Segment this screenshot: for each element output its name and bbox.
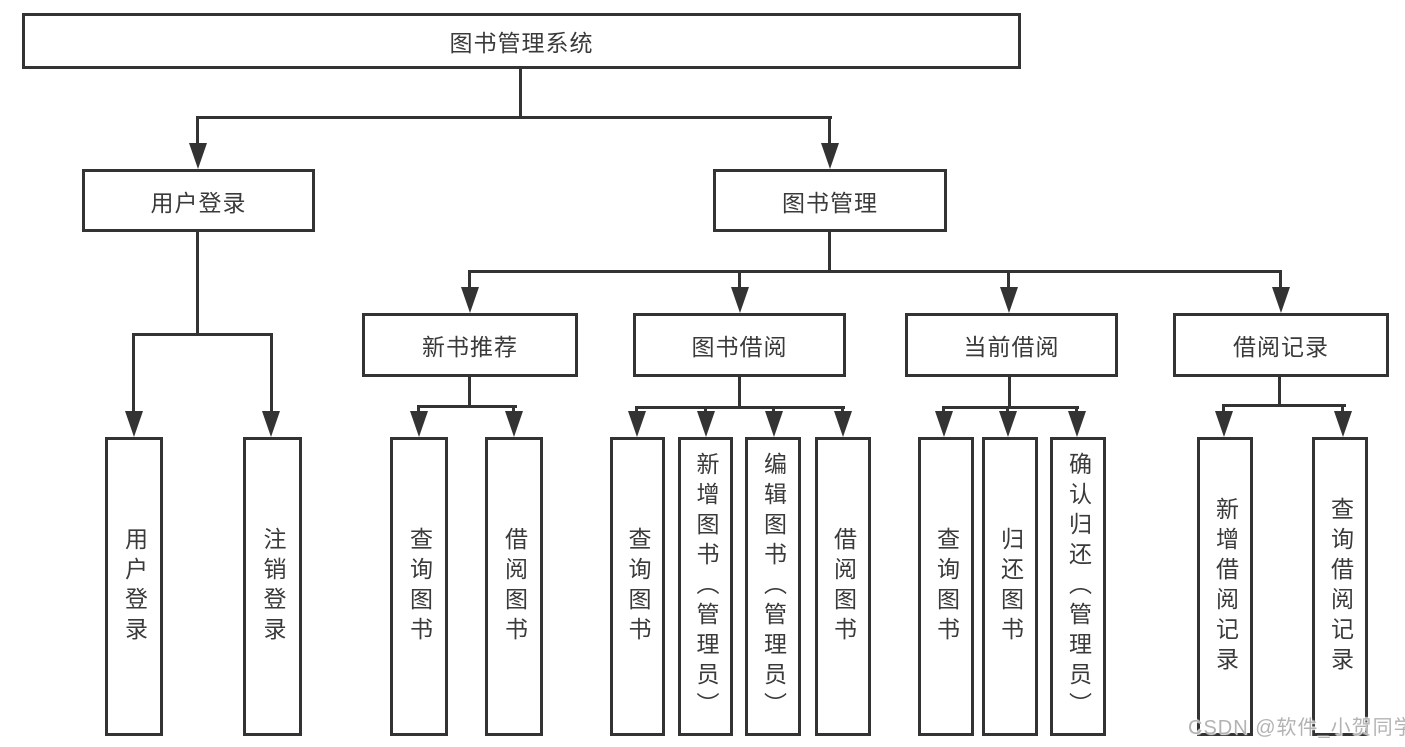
connector-line-h: [132, 333, 273, 336]
connector-line-v: [132, 333, 135, 413]
connector-line-v: [1075, 406, 1078, 415]
arrow-down-icon: [125, 411, 143, 437]
connector-line-v: [738, 375, 741, 409]
connector-line-v: [519, 66, 522, 118]
connector-line-v: [772, 406, 775, 415]
arrow-down-icon: [999, 411, 1017, 437]
connector-line-v: [828, 230, 831, 273]
connector-line-h: [196, 116, 832, 119]
node-book-borrowing: 图书借阅: [633, 313, 846, 377]
node-label: 新增借阅记录: [1212, 496, 1239, 677]
connector-line-v: [1008, 375, 1011, 409]
connector-line-v: [1006, 406, 1009, 415]
connector-line-v: [942, 406, 945, 415]
node-label: 查询图书: [625, 526, 651, 647]
leaf-borrow-books-borrowing: 借阅图书: [815, 437, 871, 736]
connector-line-v: [196, 116, 199, 146]
node-label: 图书借阅: [691, 334, 788, 360]
connector-line-v: [1007, 270, 1010, 290]
leaf-add-book-admin: 新增图书（管理员）: [678, 437, 733, 736]
node-library-system: 图书管理系统: [22, 13, 1021, 69]
leaf-query-books-borrowing: 查询图书: [610, 437, 665, 736]
leaf-add-borrow-record: 新增借阅记录: [1197, 437, 1253, 736]
arrow-down-icon: [731, 287, 749, 313]
connector-line-v: [512, 405, 515, 415]
connector-line-v: [417, 405, 420, 415]
node-borrowing-records: 借阅记录: [1173, 313, 1389, 377]
arrow-down-icon: [505, 411, 523, 437]
connector-line-v: [1279, 270, 1282, 290]
connector-line-h: [635, 406, 845, 409]
node-label: 新增图书（管理员）: [693, 451, 719, 722]
connector-line-v: [704, 406, 707, 415]
connector-line-h: [1222, 404, 1346, 407]
connector-line-v: [828, 116, 831, 146]
node-label: 图书管理: [782, 189, 878, 216]
node-new-book-recommendation: 新书推荐: [362, 313, 578, 377]
node-label: 当前借阅: [963, 334, 1060, 360]
node-current-borrowing: 当前借阅: [905, 313, 1118, 377]
leaf-user-login: 用户登录: [105, 437, 163, 736]
leaf-logout: 注销登录: [243, 437, 302, 736]
leaf-edit-book-admin: 编辑图书（管理员）: [745, 437, 801, 736]
node-label: 用户登录: [150, 189, 247, 216]
leaf-confirm-return-admin: 确认归还（管理员）: [1050, 437, 1106, 736]
node-label: 查询借阅记录: [1327, 496, 1354, 677]
node-label: 归还图书: [997, 526, 1024, 647]
arrow-down-icon: [410, 411, 428, 437]
arrow-down-icon: [697, 411, 715, 437]
node-label: 查询图书: [933, 526, 960, 647]
node-label: 借阅图书: [501, 526, 528, 647]
arrow-down-icon: [1215, 411, 1233, 437]
arrow-down-icon: [461, 287, 479, 313]
node-label: 确认归还（管理员）: [1065, 451, 1092, 722]
connector-line-v: [468, 270, 471, 290]
node-label: 图书管理系统: [449, 30, 594, 56]
leaf-query-books-current: 查询图书: [918, 437, 974, 736]
connector-line-h: [468, 270, 1282, 273]
connector-line-v: [196, 230, 199, 336]
node-label: 编辑图书（管理员）: [760, 451, 787, 722]
leaf-return-books: 归还图书: [982, 437, 1038, 736]
node-label: 借阅记录: [1233, 334, 1329, 360]
connector-line-v: [270, 333, 273, 413]
arrow-down-icon: [628, 411, 646, 437]
leaf-query-borrow-record: 查询借阅记录: [1312, 437, 1368, 736]
node-user-login: 用户登录: [82, 169, 315, 232]
arrow-down-icon: [1334, 411, 1352, 437]
connector-line-v: [1222, 404, 1225, 415]
watermark: CSDN @软件_小贺同学: [1188, 717, 1405, 739]
node-book-management: 图书管理: [713, 169, 947, 232]
connector-line-v: [635, 406, 638, 415]
connector-line-h: [417, 405, 517, 408]
arrow-down-icon: [765, 411, 783, 437]
connector-line-v: [841, 406, 844, 415]
arrow-down-icon: [1068, 411, 1086, 437]
connector-line-v: [1341, 404, 1344, 415]
node-label: 用户登录: [121, 526, 148, 647]
connector-line-h: [942, 406, 1079, 409]
leaf-query-books-recommend: 查询图书: [390, 437, 448, 736]
connector-line-v: [738, 270, 741, 290]
node-label: 新书推荐: [422, 334, 518, 360]
arrow-down-icon: [1272, 287, 1290, 313]
node-label: 查询图书: [406, 526, 433, 647]
node-label: 借阅图书: [830, 526, 857, 647]
arrow-down-icon: [1000, 287, 1018, 313]
arrow-down-icon: [834, 411, 852, 437]
arrow-down-icon: [262, 411, 280, 437]
arrow-down-icon: [935, 411, 953, 437]
arrow-down-icon: [189, 143, 207, 169]
arrow-down-icon: [821, 143, 839, 169]
leaf-borrow-books-recommend: 借阅图书: [485, 437, 543, 736]
connector-line-v: [1278, 375, 1281, 407]
connector-line-v: [468, 375, 471, 408]
node-label: 注销登录: [260, 526, 286, 647]
